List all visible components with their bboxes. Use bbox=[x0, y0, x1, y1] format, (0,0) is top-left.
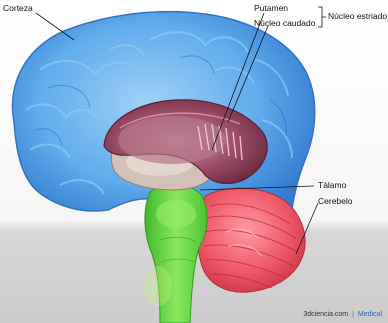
label-nucleo-caudado: Núcleo caudado bbox=[254, 18, 315, 28]
label-corteza: Corteza bbox=[3, 3, 33, 13]
cerebellum-shape bbox=[198, 188, 305, 292]
label-talamo: Tálamo bbox=[318, 180, 346, 190]
label-nucleo-estriado: Núcleo estriado bbox=[328, 11, 387, 21]
credit-section: Medical bbox=[358, 311, 382, 318]
credit: 3dciencia.com | Medical bbox=[303, 311, 382, 318]
label-cerebelo: Cerebelo bbox=[318, 196, 353, 206]
credit-separator: | bbox=[352, 311, 354, 318]
label-putamen: Putamen bbox=[254, 3, 288, 13]
credit-site: 3dciencia.com bbox=[303, 311, 348, 318]
